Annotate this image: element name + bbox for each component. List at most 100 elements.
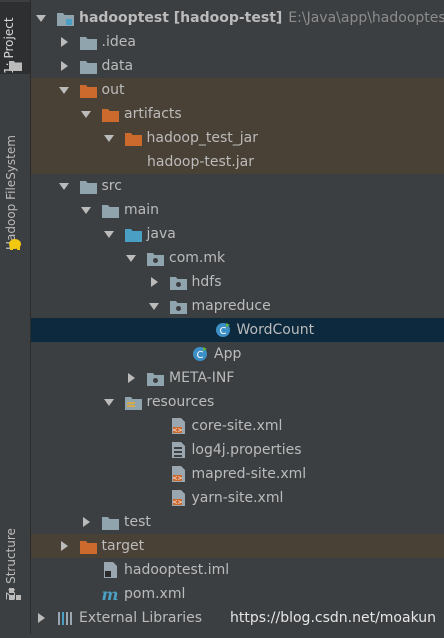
tree-node-label: External Libraries [79,606,202,630]
tree-node[interactable]: resources [31,390,444,414]
tree-node-label: hadoop-test.jar [147,150,254,174]
tree-node-label: log4j.properties [192,438,302,462]
folder-icon [102,514,119,530]
tree-node[interactable]: src [31,174,444,198]
node-name: main [124,202,159,218]
chevron-right-icon[interactable] [58,534,70,558]
tree-node[interactable]: target [31,534,444,558]
tree-node[interactable]: <> yarn-site.xml [31,486,444,510]
node-name: resources [146,394,215,410]
tree-node[interactable]: java [31,222,444,246]
tree-node[interactable]: artifacts [31,102,444,126]
tree-node[interactable]: main [31,198,444,222]
node-name: .idea [101,34,136,50]
tree-node-label: hadooptest.iml [124,558,229,582]
module-name: [hadoop-test] [168,10,283,26]
chevron-down-icon[interactable] [103,126,115,150]
java-class-icon: C [215,322,232,338]
chevron-right-icon[interactable] [125,366,137,390]
tree-node-label: data [102,54,134,78]
module-folder-icon [57,10,74,26]
chevron-down-icon[interactable] [103,390,115,414]
tree-node[interactable]: log4j.properties [31,438,444,462]
tree-node[interactable]: External Libraries [31,606,444,630]
tree-node[interactable]: C App [31,342,444,366]
svg-text:C: C [219,326,226,337]
tree-node[interactable]: hadoop-test.jar [31,150,444,174]
elephant-icon [8,236,22,255]
tree-node-label: resources [147,390,215,414]
tree-node[interactable]: <>core-site.xml [31,414,444,438]
chevron-right-icon[interactable] [35,606,47,630]
chevron-right-icon[interactable] [148,270,160,294]
node-name: META-INF [169,370,235,386]
chevron-down-icon[interactable] [80,198,92,222]
chevron-down-icon[interactable] [80,102,92,126]
svg-text:m: m [102,586,118,602]
xml-file-icon: <> [170,490,187,506]
node-name: WordCount [236,322,315,338]
package-icon [169,298,187,314]
tree-node[interactable]: hadooptest.iml [31,558,444,582]
excluded-folder-icon [79,538,97,554]
java-class-icon: C [192,346,209,362]
tree-node[interactable]: com.mk [31,246,444,270]
folder-icon [79,178,97,194]
folder-icon [79,58,97,74]
node-name: mapreduce [191,298,271,314]
chevron-down-icon[interactable] [35,6,47,30]
package-icon [147,250,164,266]
package-icon [169,274,187,290]
chevron-right-icon[interactable] [58,30,70,54]
tree-node[interactable]: <>mapred-site.xml [31,462,444,486]
node-name: artifacts [124,106,182,122]
chevron-down-icon[interactable] [103,222,115,246]
resources-folder-icon [124,394,142,410]
tree-node[interactable]: out [31,78,444,102]
node-name: yarn-site.xml [191,490,284,506]
folder-icon [79,34,97,50]
tree-node[interactable]: test [31,510,444,534]
tree-node-label: META-INF [169,366,234,390]
tree-node[interactable]: data [31,54,444,78]
svg-text:<>: <> [172,499,182,506]
tree-node[interactable]: hadooptest [hadoop-test]E:\Java\app\hado… [31,6,444,30]
tree-node[interactable]: META-INF [31,366,444,390]
tree-node[interactable]: mapreduce [31,294,444,318]
node-name: App [214,346,242,362]
tree-node-label: main [124,198,159,222]
tree-node-label: hadooptest [hadoop-test]E:\Java\app\hado… [79,6,444,30]
node-name: src [101,178,122,194]
node-name: test [124,514,151,530]
libraries-icon [57,610,74,626]
node-name: out [101,82,125,98]
node-name: mapred-site.xml [191,466,307,482]
tree-node[interactable]: hdfs [31,270,444,294]
node-name: External Libraries [79,610,202,626]
node-name: hdfs [191,274,222,290]
tree-node[interactable]: C WordCount [31,318,444,342]
tree-node-label: hdfs [192,270,222,294]
chevron-down-icon[interactable] [148,294,160,318]
node-name: hadoop-test.jar [147,154,254,170]
node-name: data [101,58,134,74]
tree-node-label: WordCount [237,318,315,342]
chevron-right-icon[interactable] [58,54,70,78]
tree-node[interactable]: .idea [31,30,444,54]
tree-node[interactable]: hadoop_test_jar [31,126,444,150]
maven-file-icon: m [102,585,119,604]
excluded-folder-icon [124,130,142,146]
tool-window-strip: 1: Project Hadoop FileSystem Z: Structur… [0,0,31,634]
chevron-down-icon[interactable] [58,174,70,198]
project-tree[interactable]: hadooptest [hadoop-test]E:\Java\app\hado… [31,0,444,634]
source-folder-icon [124,226,142,242]
excluded-folder-icon [102,106,119,122]
svg-text:<>: <> [172,427,182,434]
chevron-down-icon[interactable] [58,78,70,102]
chevron-right-icon[interactable] [80,510,92,534]
chevron-down-icon[interactable] [125,246,137,270]
excluded-folder-icon [79,82,97,98]
tab-hadoop-filesystem[interactable]: Hadoop FileSystem [4,135,18,250]
xml-file-icon: <> [170,418,187,434]
